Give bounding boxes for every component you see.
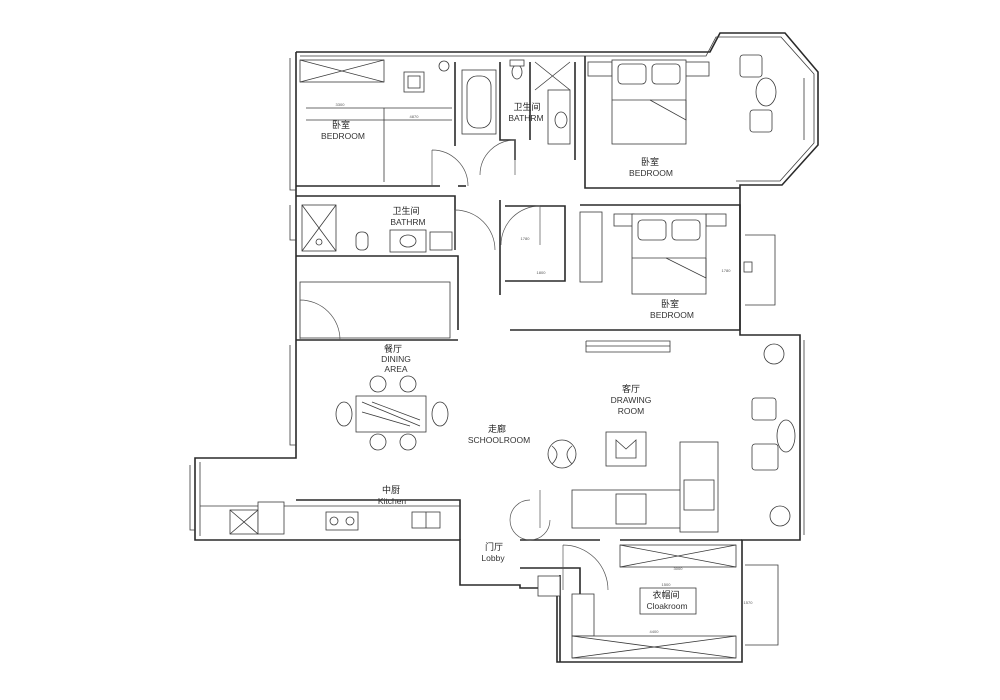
room-label-en: BATHRM <box>508 113 543 123</box>
room-label-zh: 客厅 <box>622 383 640 395</box>
room-label-zh: 卧室 <box>332 119 350 131</box>
dimension-labels: 3300 4870 1780 1800 1780 3000 1500 1570 … <box>336 102 754 634</box>
interior-walls <box>296 56 742 662</box>
room-label-zh: 卧室 <box>661 298 679 310</box>
room-label-en: BATHRM <box>390 217 425 227</box>
room-label-en: DINING <box>381 354 411 364</box>
dimension-label: 4400 <box>650 629 660 634</box>
bedroom-ne <box>587 54 805 145</box>
lobby-cloakroom <box>537 544 737 659</box>
bathroom-top <box>461 59 571 176</box>
dimension-label: 1800 <box>537 270 547 275</box>
room-label-en: DRAWING <box>611 395 652 405</box>
room-label-zh: 卫生间 <box>392 205 419 217</box>
bedroom-mid <box>500 205 753 295</box>
exterior-walls <box>189 32 819 663</box>
room-label-zh: 卫生间 <box>513 101 540 113</box>
room-label-en: BEDROOM <box>650 310 694 320</box>
room-label-en: BEDROOM <box>629 168 673 178</box>
dimension-label: 1780 <box>521 236 531 241</box>
room-label-en: ROOM <box>618 406 644 416</box>
dimension-label: 3300 <box>336 102 346 107</box>
dimension-label: 4870 <box>410 114 420 119</box>
room-label-en: Lobby <box>481 553 505 563</box>
dimension-label: 1780 <box>722 268 732 273</box>
room-label-zh: 餐厅 <box>384 343 402 355</box>
room-label-en: BEDROOM <box>321 131 365 141</box>
dimension-label: 1500 <box>662 582 672 587</box>
drawing-room <box>509 343 796 541</box>
room-labels: 卧室 BEDROOM 卫生间 BATHRM 卧室 BEDROOM 卫生间 BAT… <box>321 101 694 611</box>
room-label-en: Kitchen <box>378 496 407 506</box>
room-label-zh: 中厨 <box>382 484 400 496</box>
dining-area <box>299 281 451 451</box>
room-label-en: Cloakroom <box>646 601 687 611</box>
kitchen <box>200 501 460 535</box>
room-label-en: AREA <box>384 364 407 374</box>
bathroom-mid <box>301 204 496 253</box>
dimension-label: 3000 <box>674 566 684 571</box>
room-label-zh: 走廊 <box>488 423 506 435</box>
bedroom-nw <box>299 59 469 187</box>
room-label-zh: 卧室 <box>641 156 659 168</box>
dimension-label: 1570 <box>744 600 754 605</box>
room-label-zh: 衣帽间 <box>652 589 679 601</box>
room-label-en: SCHOOLROOM <box>468 435 530 445</box>
room-label-zh: 门厅 <box>485 541 503 553</box>
